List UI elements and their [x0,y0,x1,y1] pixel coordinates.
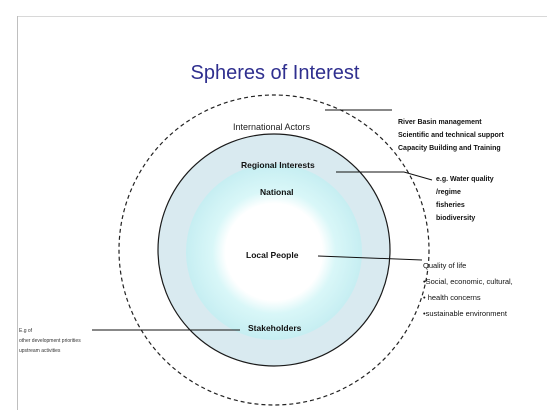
annotation-line: •Social, economic, cultural, [423,277,513,286]
frame-border-left [17,16,18,410]
diagram-title: Spheres of Interest [190,62,360,84]
annotation-line: •sustainable environment [423,309,507,318]
annotation-line: other development priorities [19,338,81,344]
annotation-line: Quality of life [423,261,467,270]
stakeholders-annotation: E.g of other development priorities upst… [19,326,81,356]
annotation-line: biodiversity [436,215,476,222]
regional-connector-line [336,171,433,181]
annotation-line: e.g. Water quality [436,176,494,183]
national-label: National [260,187,294,197]
stakeholders-label: Stakeholders [248,323,302,333]
local-people-annotation: Quality of life •Social, economic, cultu… [423,258,513,322]
local-people-label: Local People [246,250,299,260]
annotation-line: fisheries [436,202,465,209]
regional-annotation: e.g. Water quality /regime fisheries bio… [436,173,494,225]
annotation-line: River Basin management [398,119,482,126]
international-annotation: River Basin management Scientific and te… [398,116,504,155]
annotation-line: E.g of [19,328,33,334]
international-actors-circle [118,94,430,406]
annotation-line: Scientific and technical support [398,132,504,139]
local-connector-line [317,255,423,261]
annotation-line: upstream activities [19,348,61,354]
annotation-line: Capacity Building and Training [398,145,501,152]
national-circle [186,164,362,340]
frame-border-top [17,16,547,17]
regional-interests-label: Regional Interests [241,160,315,170]
annotation-line: • health concerns [423,293,481,302]
international-actors-label: International Actors [233,122,311,132]
annotation-line: /regime [436,189,461,196]
